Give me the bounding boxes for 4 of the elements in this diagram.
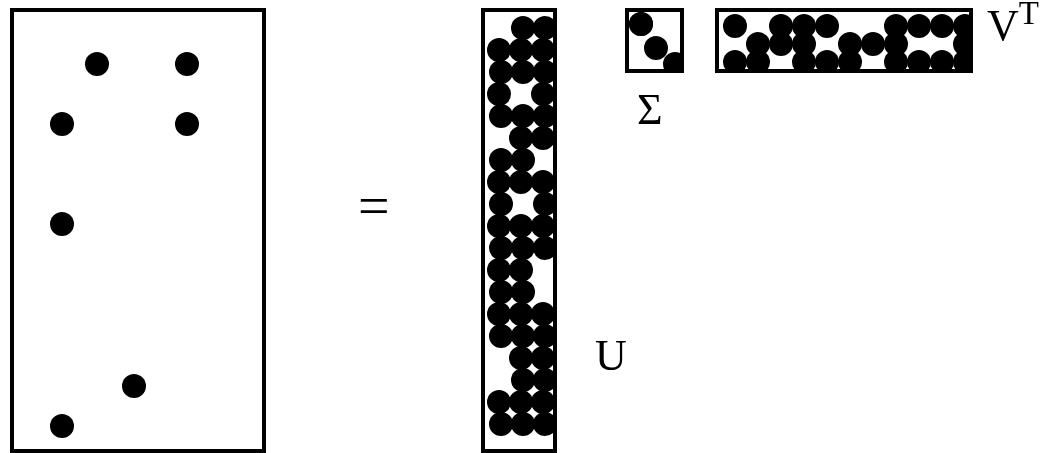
matrix-label: U <box>595 334 627 378</box>
matrix-label: Σ <box>637 88 663 132</box>
matrix-label: V$^{T}$ <box>987 4 1039 48</box>
equals-sign: = <box>358 178 390 234</box>
